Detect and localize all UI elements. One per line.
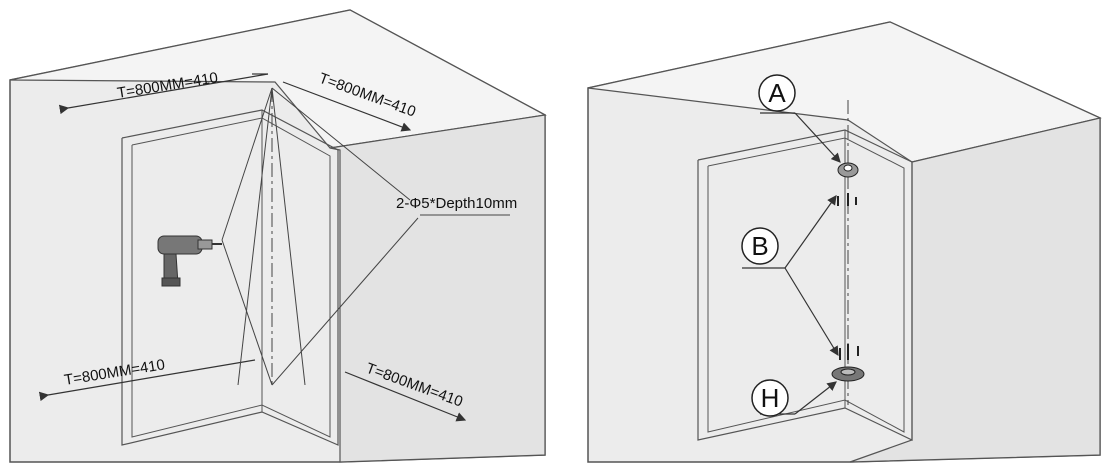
callout-b-label: B bbox=[751, 231, 768, 261]
drill-note: 2-Φ5*Depth10mm bbox=[396, 195, 517, 212]
callout-h: H bbox=[751, 379, 789, 417]
drill-icon bbox=[157, 235, 222, 287]
callout-a: A bbox=[758, 74, 796, 112]
callout-h-label: H bbox=[761, 383, 780, 413]
drill-guide-lines bbox=[221, 87, 510, 386]
right-cabinet bbox=[587, 21, 1102, 463]
left-cabinet bbox=[9, 9, 547, 463]
dimension-lines-left bbox=[38, 73, 467, 422]
bottom-bearing-icon bbox=[831, 366, 865, 382]
callout-b: B bbox=[741, 227, 779, 265]
callout-leaders bbox=[742, 112, 841, 415]
screws-icon bbox=[837, 193, 859, 360]
top-bracket-icon bbox=[837, 162, 859, 178]
callout-a-label: A bbox=[768, 78, 786, 108]
